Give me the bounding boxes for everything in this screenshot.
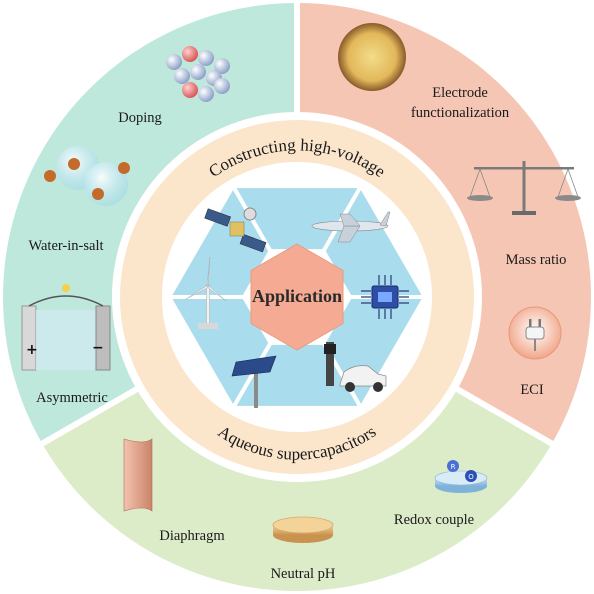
svg-text:−: − xyxy=(92,340,104,356)
label-neutral-ph: Neutral pH xyxy=(271,566,336,582)
petri-dish-icon xyxy=(272,516,334,543)
label-doping: Doping xyxy=(118,110,162,126)
label-mass-ratio: Mass ratio xyxy=(506,252,567,268)
svg-text:R: R xyxy=(451,463,456,471)
label-electrode-line2: functionalization xyxy=(411,105,510,121)
label-redox-couple: Redox couple xyxy=(394,512,474,528)
label-asymmetric: Asymmetric xyxy=(36,390,108,406)
sector-dividers xyxy=(36,0,558,449)
airplane-icon xyxy=(311,211,391,243)
scale-icon xyxy=(467,161,581,215)
label-water-in-salt: Water-in-salt xyxy=(28,238,103,254)
label-electrode-line1: Electrode xyxy=(432,85,488,101)
center-hexagon xyxy=(250,243,344,351)
electric-car-icon xyxy=(324,342,387,392)
diaphragm-icon xyxy=(123,438,153,512)
chip-icon xyxy=(361,275,409,319)
satellite-icon xyxy=(204,207,267,253)
label-diaphragm: Diaphragm xyxy=(159,528,225,544)
asymmetric-cell-icon: + − xyxy=(21,284,111,371)
solar-panel-icon xyxy=(231,355,277,408)
label-eci: ECI xyxy=(520,382,544,398)
electrode-icon xyxy=(338,23,406,91)
water-in-salt-icon xyxy=(44,146,130,206)
svg-text:O: O xyxy=(468,473,474,481)
center-label: Application xyxy=(252,286,342,306)
plug-icon xyxy=(508,306,562,360)
wind-turbine-icon xyxy=(185,256,227,329)
svg-text:+: + xyxy=(26,342,38,358)
doping-crystal-icon xyxy=(166,46,230,102)
redox-dish-icon: R O xyxy=(434,460,488,493)
